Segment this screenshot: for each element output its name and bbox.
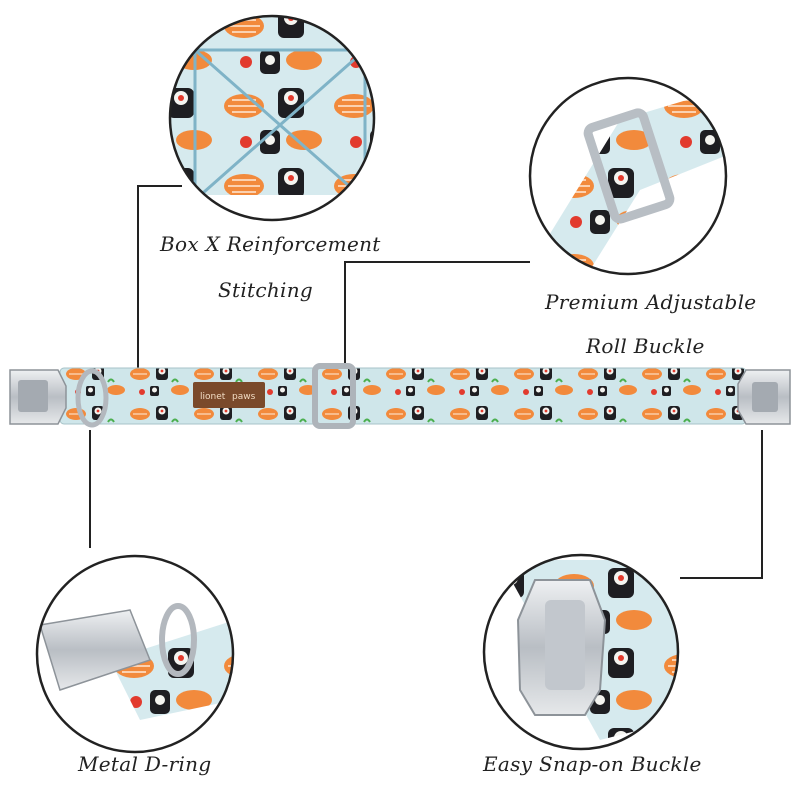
roll-buckle (312, 363, 356, 429)
label-roll-buckle-line1: Premium Adjustable (545, 290, 757, 314)
detail-d-ring (35, 554, 235, 754)
detail-stitching (168, 14, 376, 222)
detail-snap-buckle (482, 553, 680, 751)
brand-tag (193, 382, 265, 408)
label-d-ring: Metal D-ring (78, 752, 212, 776)
detail-roll-buckle (528, 76, 728, 276)
label-box-stitching-line2: Stitching (218, 278, 314, 302)
connector-lines (89, 185, 763, 579)
label-roll-buckle-line2: Roll Buckle (586, 334, 705, 358)
collar-strap (59, 367, 747, 425)
label-box-stitching-line1: Box X Reinforcement (160, 232, 381, 256)
brand-tag-text-2: paws (232, 392, 256, 402)
label-snap-buckle: Easy Snap-on Buckle (483, 752, 702, 776)
brand-tag-text-1: lionet (200, 392, 226, 402)
collar: lionet paws (9, 363, 791, 429)
d-ring (75, 368, 109, 428)
